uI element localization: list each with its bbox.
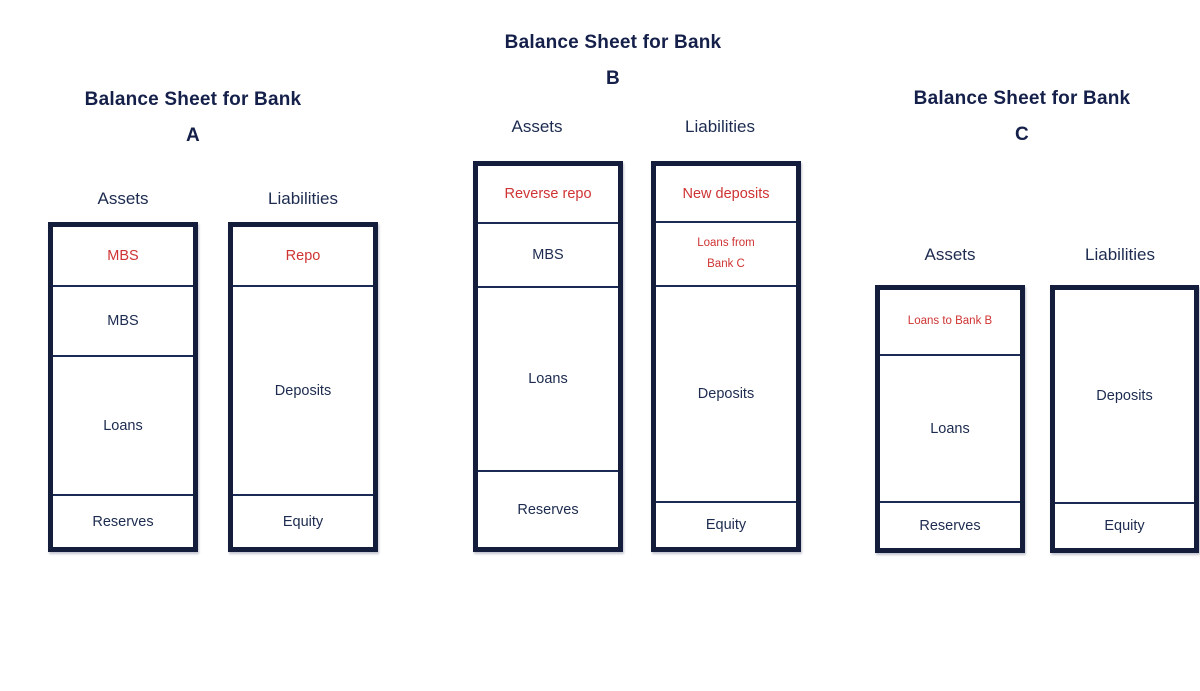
bank-b-liabilities-box: New deposits Loans from Bank C Deposits … — [651, 161, 801, 552]
bank-a-asset-segment-reserves: Reserves — [53, 494, 193, 547]
bank-b-asset-segment-loans: Loans — [478, 286, 618, 470]
bank-c-asset-segment-loans-to-bank-b: Loans to Bank B — [907, 315, 993, 328]
bank-c-asset-segment-reserves: Reserves — [880, 501, 1020, 548]
bank-b-liability-segment-equity: Equity — [656, 501, 796, 547]
bank-a-asset-segment-loans: Loans — [53, 355, 193, 494]
bank-b-assets-header: Assets — [511, 117, 563, 136]
bank-c-liabilities-header: Liabilities — [1085, 245, 1155, 264]
bank-a-assets-header: Assets — [97, 189, 149, 208]
bank-a-title-line1: Balance Sheet for Bank — [84, 89, 302, 110]
bank-c-title-line2: C — [1015, 124, 1029, 145]
bank-b-liability-segment-loans-from-bank-c: Loans from Bank C — [656, 221, 796, 285]
bank-c-title: Balance Sheet for Bank C — [877, 81, 1167, 153]
bank-a-liabilities-box: Repo Deposits Equity — [228, 222, 378, 552]
bank-c-liability-segment-equity: Equity — [1055, 502, 1194, 548]
bank-b-title-line1: Balance Sheet for Bank — [504, 32, 722, 53]
bank-a-liability-segment-deposits: Deposits — [233, 285, 373, 494]
bank-a-liabilities-header: Liabilities — [268, 189, 338, 208]
bank-c-liability-segment-deposits: Deposits — [1096, 388, 1153, 404]
bank-b-assets-box: Reverse repo MBS Loans Reserves — [473, 161, 623, 552]
bank-a-title: Balance Sheet for Bank A — [48, 82, 338, 154]
bank-c-asset-segment-loans: Loans — [880, 354, 1020, 501]
bank-a-asset-segment-mbs: MBS — [53, 285, 193, 355]
bank-a-liability-segment-repo: Repo — [285, 248, 321, 264]
bank-b-asset-segment-reverse-repo: Reverse repo — [504, 186, 592, 202]
bank-b-asset-segment-mbs: MBS — [478, 222, 618, 286]
bank-c-liabilities-box: Deposits Equity — [1050, 285, 1199, 553]
bank-c-assets-header: Assets — [924, 245, 976, 264]
bank-b-liability-segment-new-deposits: New deposits — [682, 185, 770, 202]
bank-b-liability-segment-deposits: Deposits — [656, 285, 796, 501]
bank-b-title: Balance Sheet for Bank B — [468, 25, 758, 97]
bank-a-asset-segment-mbs-red: MBS — [107, 248, 139, 264]
bank-b-title-line2: B — [606, 68, 620, 89]
bank-b-liabilities-header: Liabilities — [685, 117, 755, 136]
bank-a-title-line2: A — [186, 125, 200, 146]
bank-b-asset-segment-reserves: Reserves — [478, 470, 618, 547]
bank-a-liability-segment-equity: Equity — [233, 494, 373, 547]
bank-a-assets-box: MBS MBS Loans Reserves — [48, 222, 198, 552]
bank-c-title-line1: Balance Sheet for Bank — [913, 88, 1131, 109]
bank-c-assets-box: Loans to Bank B Loans Reserves — [875, 285, 1025, 553]
